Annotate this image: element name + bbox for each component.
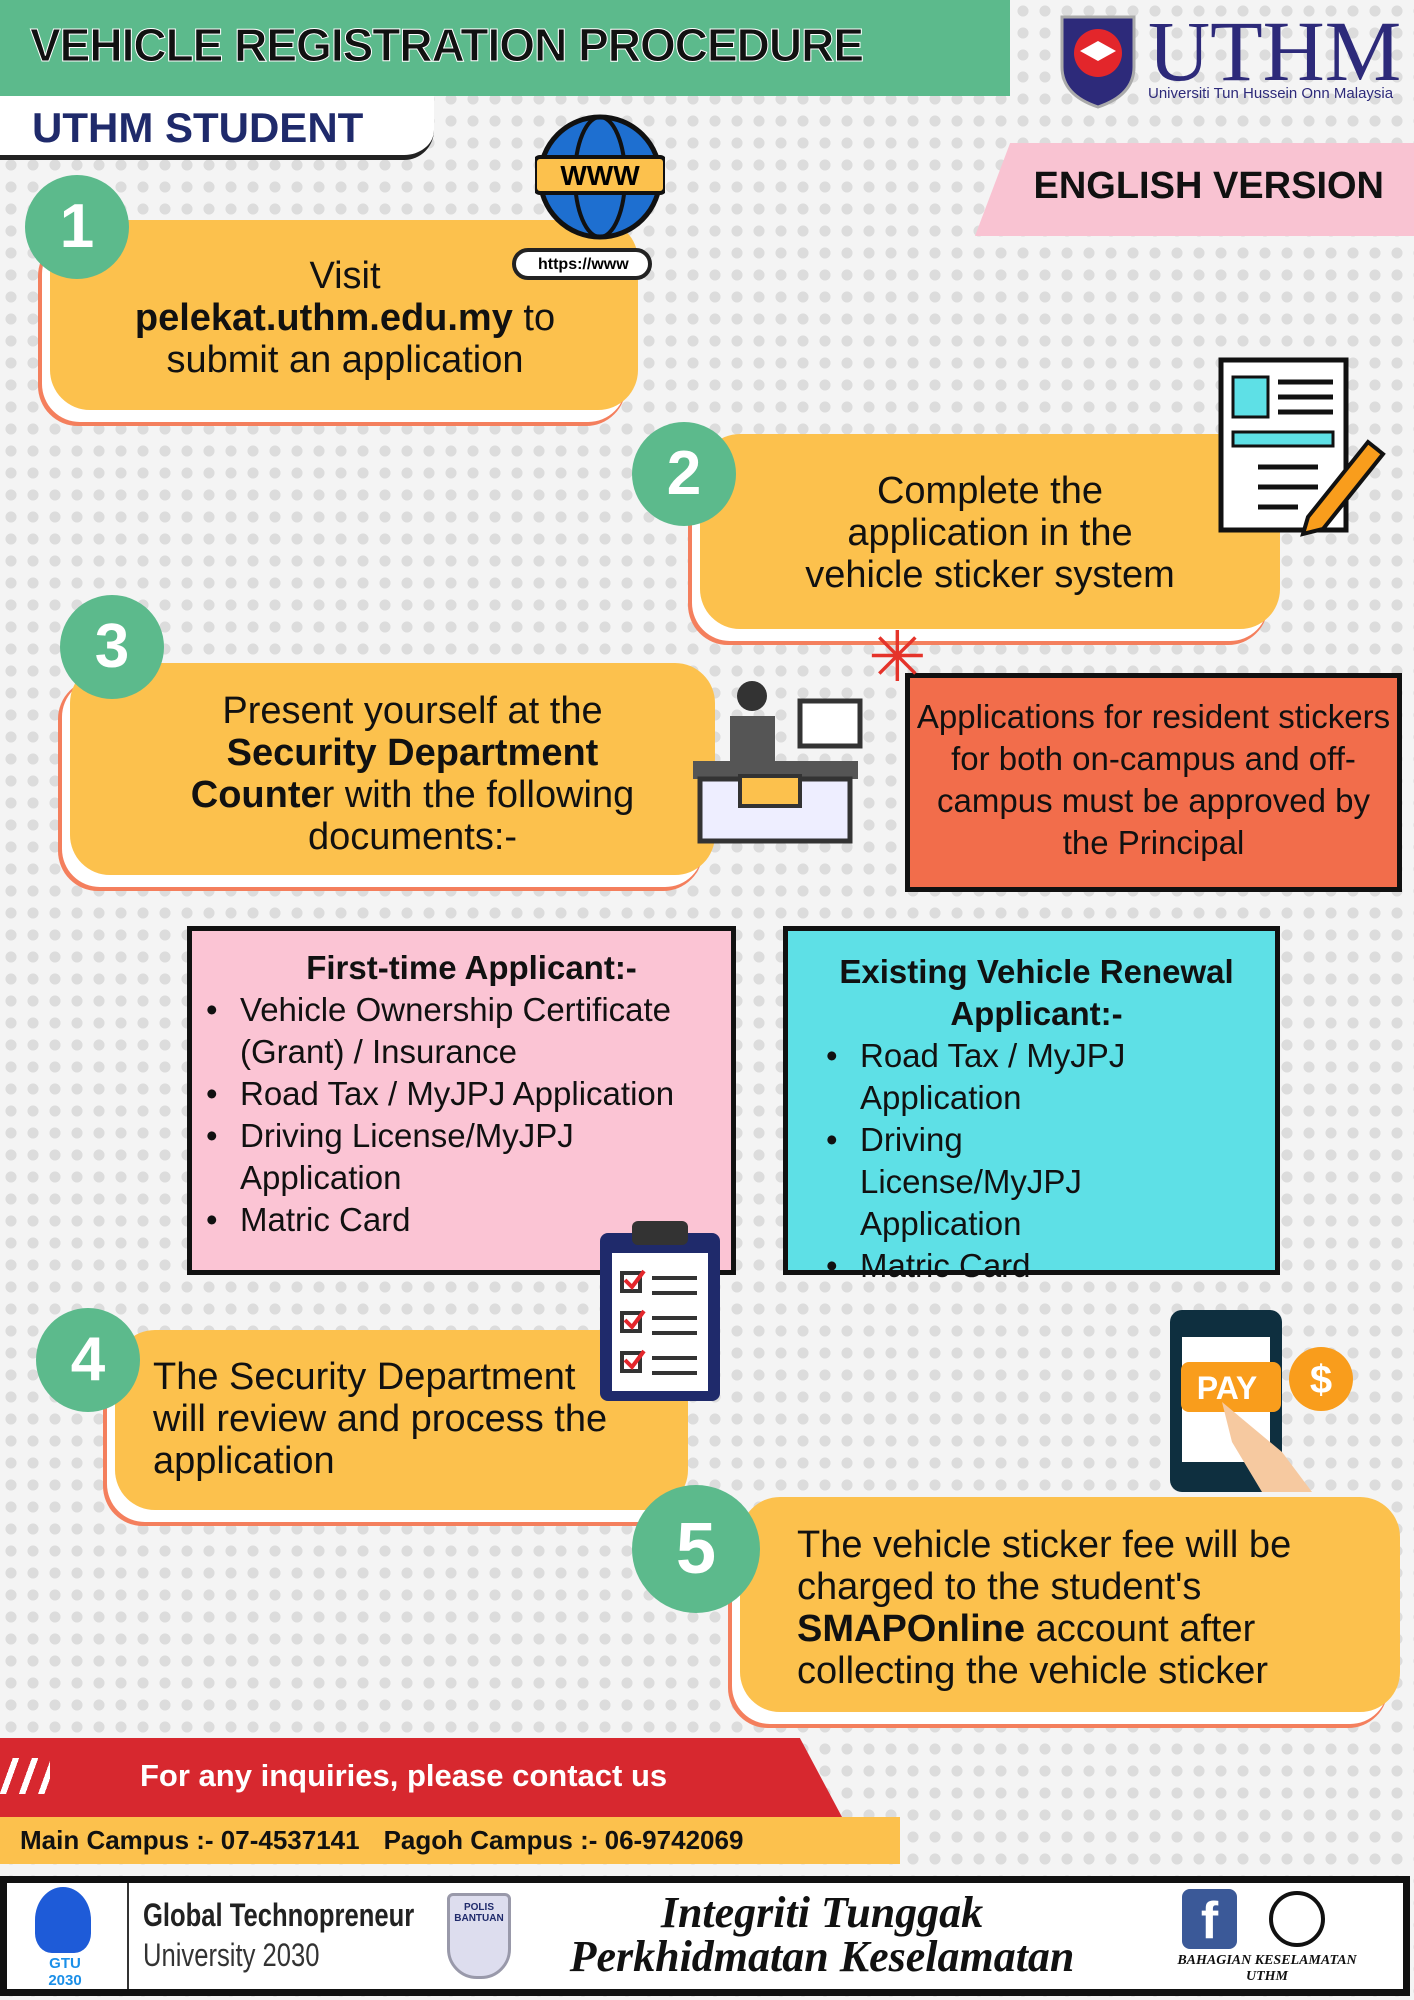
step-1-line: submit an application <box>166 339 524 381</box>
step-2-card <box>700 434 1280 629</box>
smaponline-label: SMAPOnline <box>797 1608 1026 1650</box>
step-3-line: r with the following <box>321 774 635 816</box>
dept-line1: BAHAGIAN KESELAMATAN <box>1177 1953 1357 1968</box>
gtu-logo: GTU 2030 <box>35 1887 95 1989</box>
list-item: Vehicle Ownership Certificate (Grant) / … <box>200 989 723 1073</box>
pay-label: PAY <box>1197 1370 1257 1406</box>
renewal-title: Existing Vehicle Renewal Applicant:- <box>839 953 1234 1032</box>
website-link[interactable]: pelekat.uthm.edu.my <box>134 297 513 339</box>
renewal-applicant-box: Existing Vehicle Renewal Applicant:- Roa… <box>783 926 1280 1287</box>
gtu-badge: GTU 2030 <box>48 1955 82 1989</box>
step-2-line: vehicle sticker system <box>805 554 1175 596</box>
step-5-line: charged to the student's <box>797 1566 1202 1608</box>
polis-bantuan-badge: POLIS BANTUAN <box>447 1893 511 1979</box>
uthm-logo: UTHM Universiti Tun Hussein Onn Malaysia <box>1058 3 1408 109</box>
step-3-bold: Security Department <box>226 732 599 774</box>
document-pen-icon <box>1218 357 1388 542</box>
version-banner: ENGLISH VERSION <box>975 143 1414 236</box>
step-5-line: account after <box>1025 1608 1256 1650</box>
banner-stripes <box>0 1758 50 1794</box>
globe-icon: WWW <box>533 112 667 247</box>
uthm-crest-icon <box>1060 15 1136 109</box>
dollar-icon: $ <box>1310 1358 1332 1402</box>
list-item: Matric Card <box>820 1245 1165 1287</box>
contact-numbers: Main Campus :- 07-4537141 Pagoh Campus :-… <box>0 1817 900 1864</box>
divider <box>127 1883 129 1989</box>
step-1-line: Visit <box>309 255 381 297</box>
step-5-line: collecting the vehicle sticker <box>797 1650 1268 1692</box>
asterisk-icon: ✳ <box>868 618 927 696</box>
first-time-title: First-time Applicant:- <box>306 949 637 986</box>
motto-line1: Integriti Tunggak <box>660 1888 984 1937</box>
step-5-card <box>740 1497 1400 1712</box>
step-3-card <box>70 663 715 875</box>
step-3-number: 3 <box>60 595 164 699</box>
step-2-line: Complete the <box>876 470 1103 512</box>
step-5-number: 5 <box>632 1485 760 1613</box>
list-item: Matric Card <box>200 1199 723 1241</box>
subtitle: UTHM STUDENT <box>32 104 364 151</box>
contact-heading: For any inquiries, please contact us <box>140 1758 668 1793</box>
main-campus-phone[interactable]: Main Campus :- 07-4537141 <box>20 1825 360 1855</box>
security-counter-icon <box>690 676 865 851</box>
step-5-line: The vehicle sticker fee will be <box>797 1524 1292 1566</box>
version-label: ENGLISH VERSION <box>1033 165 1385 207</box>
step-5-text: The vehicle sticker fee will be charged … <box>797 1524 1291 1692</box>
browser-url: https://www <box>538 256 629 273</box>
contact-banner: For any inquiries, please contact us <box>0 1738 842 1817</box>
subtitle-tab: UTHM STUDENT <box>0 96 434 160</box>
step-3-bold: Counte <box>190 774 322 816</box>
header-bar <box>0 0 1010 96</box>
polis-label: POLIS BANTUAN <box>454 1902 504 1924</box>
step-1-number: 1 <box>25 175 129 279</box>
step-2-line: application in the <box>847 512 1133 554</box>
pagoh-campus-phone[interactable]: Pagoh Campus :- 06-9742069 <box>383 1825 744 1855</box>
list-item: Driving License/MyJPJ Application <box>200 1115 723 1199</box>
page-title: VEHICLE REGISTRATION PROCEDURE <box>30 19 865 72</box>
mobile-pay-icon: PAY $ <box>1167 1307 1362 1502</box>
globe-label: WWW <box>560 160 640 191</box>
list-item: Driving License/MyJPJ Application <box>820 1119 1165 1245</box>
step-1-line: to <box>512 297 556 339</box>
step-3-text: Present yourself at the Security Departm… <box>140 690 685 858</box>
gtu-line1: Global Technopreneur <box>143 1897 415 1933</box>
first-time-applicant-box: First-time Applicant:- Vehicle Ownership… <box>187 926 736 1275</box>
dept-line2: UTHM <box>1246 1969 1288 1984</box>
website-icon[interactable] <box>1269 1891 1325 1947</box>
facebook-icon[interactable]: f <box>1182 1889 1237 1950</box>
step-1-text: Visit pelekat.uthm.edu.my to submit an a… <box>50 255 640 381</box>
step-2-number: 2 <box>632 422 736 526</box>
step-3-line: documents:- <box>307 816 518 858</box>
logo-text: UTHM <box>1148 3 1402 99</box>
step-4-card <box>115 1330 688 1510</box>
browser-bar: https://www <box>512 248 652 280</box>
step-4-line: The Security Department <box>153 1356 576 1398</box>
footer: GTU 2030 Global Technopreneur University… <box>0 1876 1410 1996</box>
step-4-line: application <box>153 1440 335 1482</box>
logo-subtext: Universiti Tun Hussein Onn Malaysia <box>1148 85 1394 102</box>
gtu-line2: University 2030 <box>143 1937 320 1973</box>
step-4-line: will review and process the <box>153 1398 608 1440</box>
step-3-line: Present yourself at the <box>222 690 603 732</box>
step-4-number: 4 <box>36 1308 140 1412</box>
checklist-clipboard-icon <box>597 1218 725 1409</box>
resident-sticker-note: Applications for resident stickers for b… <box>905 673 1402 892</box>
list-item: Road Tax / MyJPJ Application <box>200 1073 723 1115</box>
list-item: Road Tax / MyJPJ Application <box>820 1035 1165 1119</box>
motto-line2: Perkhidmatan Keselamatan <box>569 1932 1075 1981</box>
